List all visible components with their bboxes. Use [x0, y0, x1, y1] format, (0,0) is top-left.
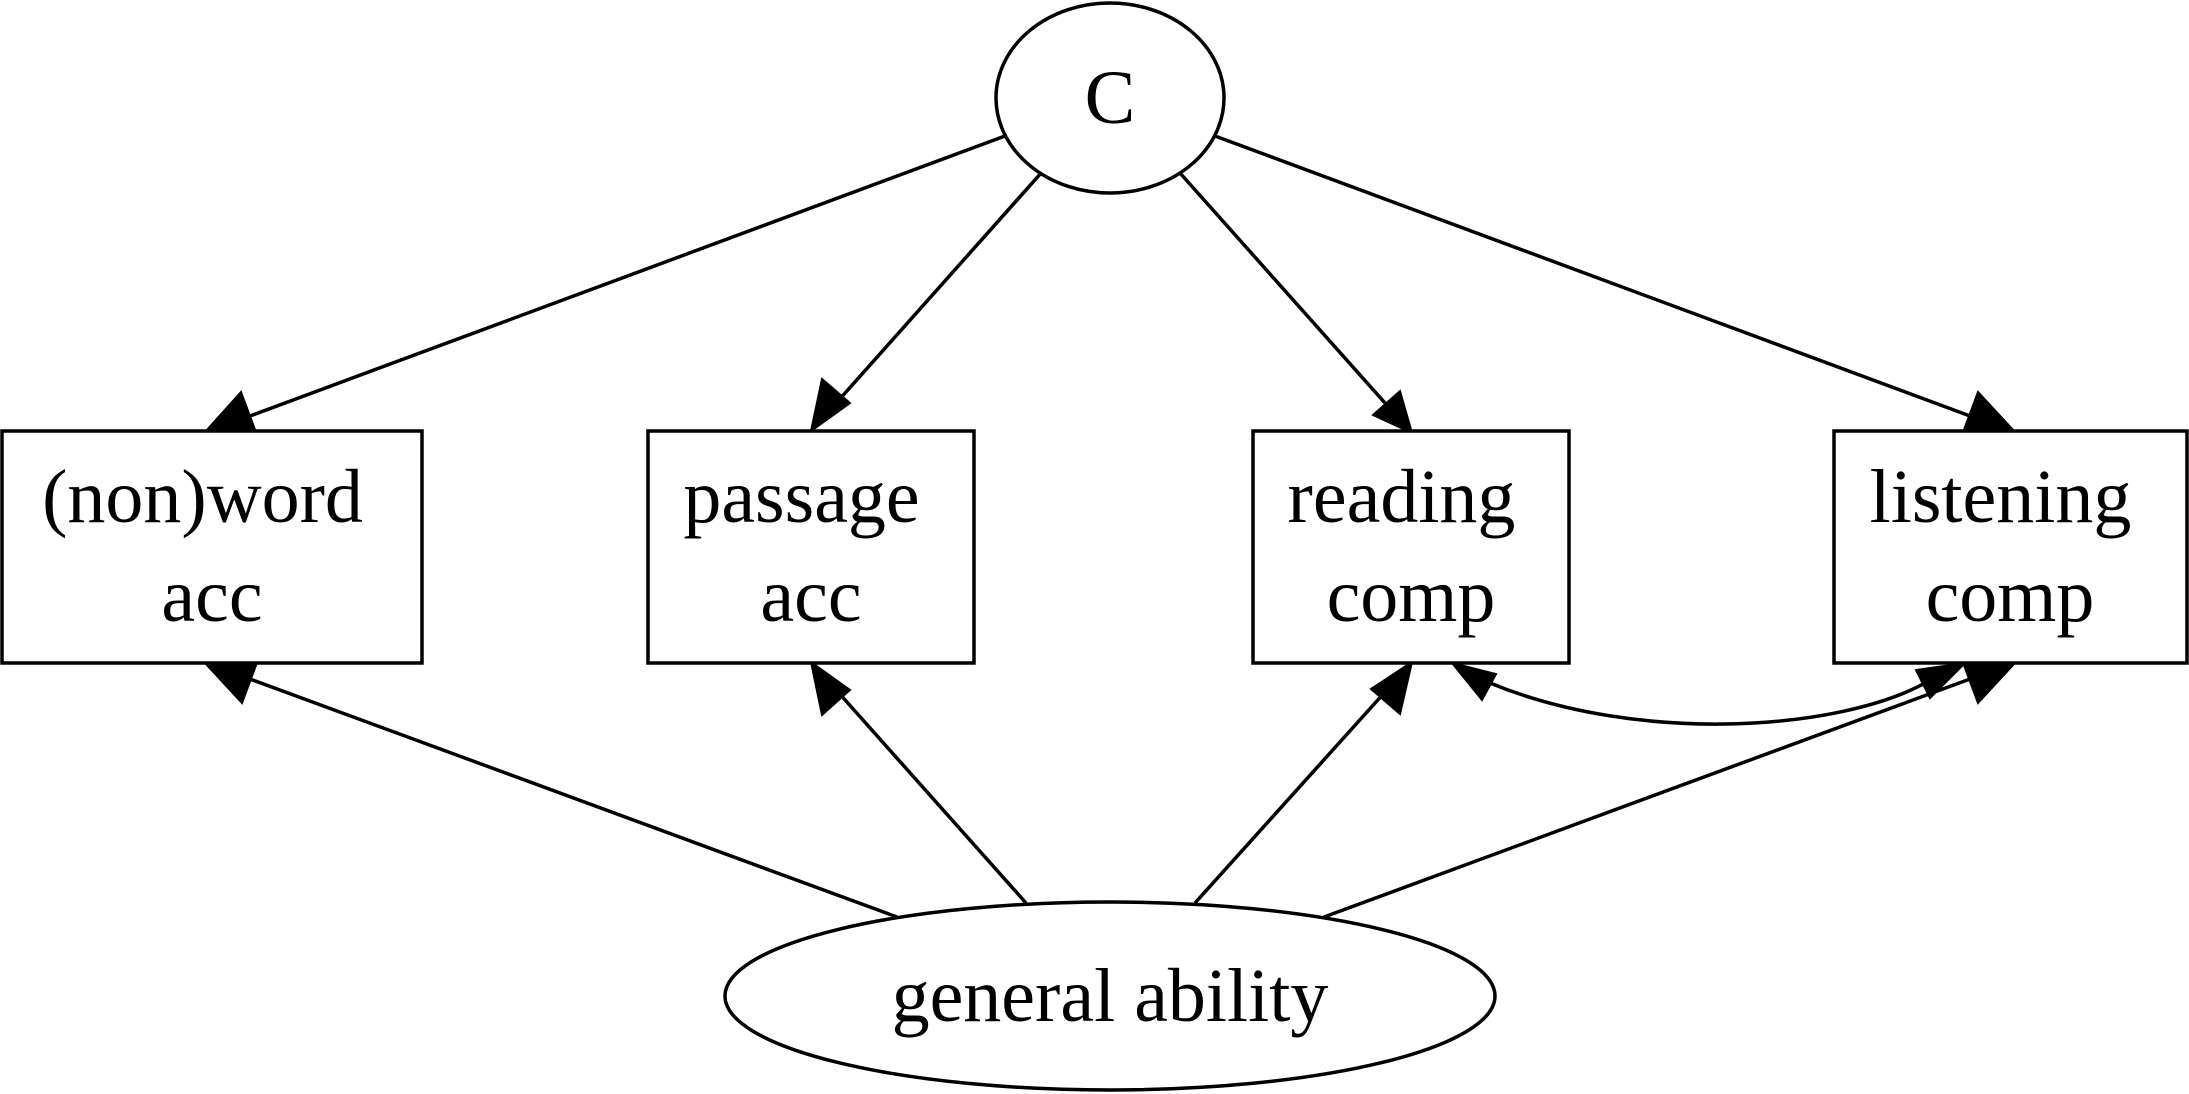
node-c: C: [994, 1, 1226, 195]
observed-box: [1832, 429, 2189, 665]
edge-reading-comp-listening-comp-covariance: [1449, 661, 1968, 726]
edge-general-ability-to-nonword-acc: [202, 658, 898, 919]
edge-c-to-reading-comp: [1178, 171, 1414, 435]
arrowhead: [202, 658, 260, 705]
node-listening-comp-line2: comp: [1926, 554, 2095, 638]
arrowhead: [1449, 661, 1498, 702]
edge-c-to-passage-acc: [809, 170, 1044, 434]
observed-box: [0, 429, 424, 665]
arrowhead: [809, 377, 852, 434]
node-passage-acc: passage acc: [646, 429, 976, 665]
arrowhead: [1371, 389, 1414, 435]
edge-general-ability-to-passage-acc: [809, 659, 1028, 905]
node-reading-comp-label: reading comp: [1288, 455, 1535, 638]
latent-ellipse: [723, 900, 1497, 1092]
edge-general-ability-to-listening-comp: [1323, 658, 2018, 919]
arrowhead: [1960, 390, 2018, 437]
edge-c-to-listening-comp: [1214, 134, 2018, 437]
node-listening-comp-label: listening comp: [1870, 455, 2151, 638]
node-listening-comp-line1: listening: [1870, 455, 2132, 539]
edge-general-ability-to-reading-comp: [1193, 659, 1414, 905]
arrowhead: [202, 390, 259, 437]
observed-box: [1251, 429, 1571, 665]
node-nonword-acc: (non)word acc: [0, 429, 424, 665]
node-c-label: C: [1085, 56, 1136, 140]
node-passage-acc-line1: passage: [683, 455, 919, 539]
arrowhead: [809, 659, 852, 717]
arrowhead: [1369, 659, 1414, 716]
node-passage-acc-label: passage acc: [683, 455, 938, 638]
edge-c-to-nonword-acc: [202, 134, 1006, 437]
node-nonword-acc-label: (non)word acc: [42, 455, 382, 638]
node-general-ability-label: general ability: [892, 954, 1329, 1038]
node-reading-comp-line2: comp: [1327, 554, 1496, 638]
node-passage-acc-line2: acc: [760, 554, 861, 638]
observed-box: [646, 429, 976, 665]
node-reading-comp: reading comp: [1251, 429, 1571, 665]
arrowhead: [1960, 658, 2018, 705]
latent-ellipse: [994, 1, 1226, 195]
node-reading-comp-line1: reading: [1288, 455, 1516, 539]
node-nonword-acc-line1: (non)word: [42, 455, 363, 539]
node-nonword-acc-line2: acc: [161, 554, 262, 638]
node-listening-comp: listening comp: [1832, 429, 2189, 665]
arrowhead: [1914, 661, 1968, 700]
node-general-ability: general ability: [723, 900, 1497, 1092]
edges: [202, 134, 2018, 919]
